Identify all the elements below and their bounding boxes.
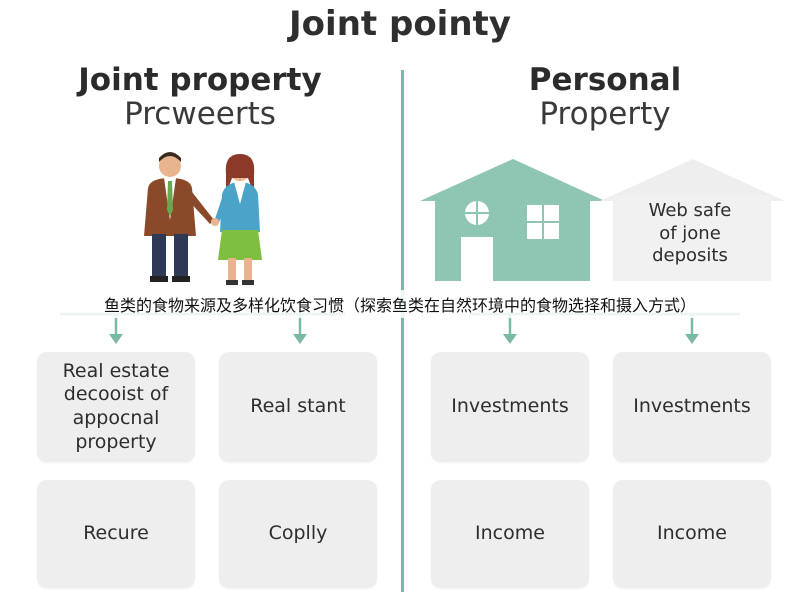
card-investments-1: Investments bbox=[431, 352, 589, 462]
card-investments-2: Investments bbox=[613, 352, 771, 462]
card-real-stant: Real stant bbox=[219, 352, 377, 462]
man-figure bbox=[144, 152, 214, 282]
caption-text: 鱼类的食物来源及多样化饮食习惯（探索鱼类在自然环境中的食物选择和摄入方式） bbox=[0, 290, 800, 318]
personal-property-heading: Personal bbox=[528, 62, 682, 98]
houses-illustration bbox=[420, 159, 785, 281]
card-coplly: Coplly bbox=[219, 480, 377, 588]
teal-house-icon bbox=[420, 159, 605, 281]
joint-property-heading: Joint property bbox=[78, 62, 322, 98]
card-real-estate: Real estate decooist of appocnal propert… bbox=[37, 352, 195, 462]
page-title: Joint pointy bbox=[289, 4, 511, 44]
center-divider bbox=[401, 70, 404, 592]
house-label: Web safe of jone deposits bbox=[648, 200, 732, 266]
woman-figure bbox=[214, 154, 262, 285]
card-income-2: Income bbox=[613, 480, 771, 588]
card-income-1: Income bbox=[431, 480, 589, 588]
couple-illustration bbox=[144, 152, 262, 285]
personal-property-subheading: Property bbox=[539, 96, 671, 132]
joint-property-subheading: Prcweerts bbox=[124, 96, 276, 132]
white-house-icon bbox=[600, 159, 785, 281]
card-recure: Recure bbox=[37, 480, 195, 588]
